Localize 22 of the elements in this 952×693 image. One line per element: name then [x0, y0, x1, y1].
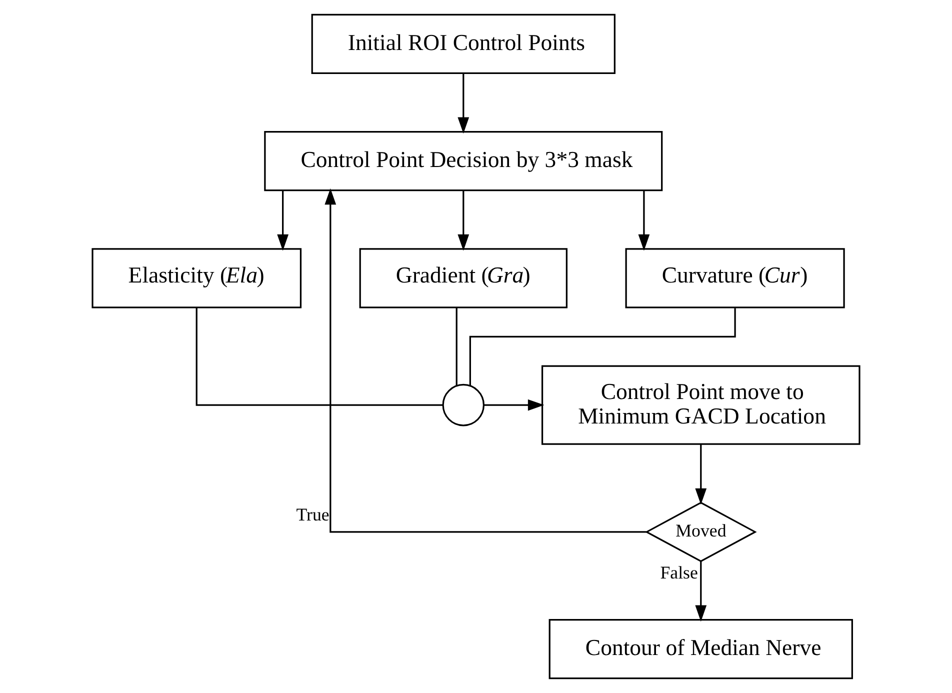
node-box: Curvature (Cur)	[625, 248, 845, 308]
arrow	[695, 562, 707, 622]
node-box: Gradient (Gra)	[359, 248, 568, 308]
arrow	[484, 399, 544, 411]
arrow	[695, 444, 707, 505]
arrow	[638, 190, 650, 251]
edge-label: False	[660, 562, 698, 583]
edge-label: True	[296, 504, 330, 525]
arrow	[277, 190, 289, 251]
node-circle	[442, 384, 485, 426]
connector	[196, 308, 443, 406]
arrow	[458, 190, 470, 251]
node-box: Initial ROI Control Points	[311, 14, 616, 74]
node-box: Control Point Decision by 3*3 mask	[264, 130, 663, 192]
connector	[469, 308, 736, 386]
node-box: Contour of Median Nerve	[548, 618, 853, 680]
node-diamond: Moved	[644, 502, 757, 562]
connector	[456, 308, 458, 386]
arrow	[324, 188, 646, 533]
node-box: Control Point move to Minimum GACD Location	[541, 365, 860, 445]
arrow	[458, 74, 470, 134]
node-box: Elasticity (Ela)	[92, 248, 302, 308]
